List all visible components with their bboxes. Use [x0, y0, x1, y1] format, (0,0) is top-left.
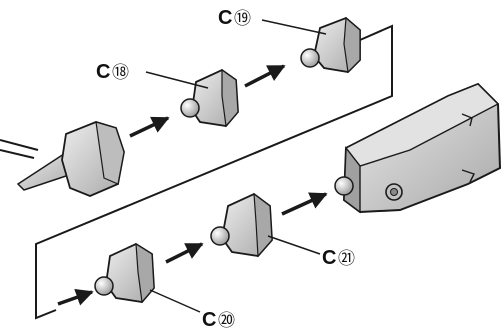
part-c18-ball	[180, 98, 200, 118]
part-c19	[261, 16, 361, 74]
arrow-c20-to-c21	[165, 242, 204, 264]
direction-arrows	[57, 64, 328, 306]
part-c18	[145, 68, 239, 128]
connector-housing	[334, 82, 502, 214]
label-c18-number: ⑱	[112, 63, 129, 82]
part-c20-ball	[94, 276, 114, 296]
label-c21: C ㉑	[322, 247, 355, 269]
arrow-c21-to-housing	[281, 192, 328, 216]
label-c19-letter: C	[218, 7, 232, 29]
housing-port-inner	[390, 188, 398, 196]
assembly-path	[35, 24, 393, 320]
tool-face	[95, 121, 125, 185]
tool-leader-line-2	[0, 149, 35, 159]
part-c21-face	[253, 192, 273, 258]
part-c20	[94, 242, 201, 313]
part-c19-face	[343, 16, 361, 74]
part-c19-ball	[300, 48, 320, 68]
housing-clip-upper	[461, 113, 473, 127]
housing-clip-lower	[461, 169, 475, 183]
part-c21-ball	[210, 226, 230, 246]
label-c18-letter: C	[96, 61, 110, 83]
housing-ball	[334, 176, 354, 196]
part-c18-leader	[145, 71, 209, 89]
label-c21-letter: C	[322, 247, 336, 269]
part-c18-face	[221, 68, 239, 128]
label-c19: C ⑲	[218, 7, 251, 29]
label-c19-number: ⑲	[234, 9, 251, 28]
arrow-c18-to-c19	[244, 64, 286, 88]
label-c21-number: ㉑	[338, 249, 355, 268]
arrow-tool-to-c18	[129, 116, 170, 138]
label-c20-number: ⑳	[218, 311, 235, 330]
part-c20-face	[135, 242, 155, 304]
label-c20: C ⑳	[202, 309, 235, 331]
arrow-path-to-c20	[57, 288, 94, 306]
part-c21	[210, 192, 321, 258]
label-c18: C ⑱	[96, 61, 129, 83]
part-c21-leader	[267, 235, 321, 255]
part-c20-leader	[149, 289, 201, 313]
label-c20-letter: C	[202, 309, 216, 331]
part-c19-leader	[261, 19, 327, 35]
tool-leader-line-1	[0, 139, 39, 151]
connector-line-top	[35, 24, 393, 320]
insertion-tool	[0, 121, 125, 197]
